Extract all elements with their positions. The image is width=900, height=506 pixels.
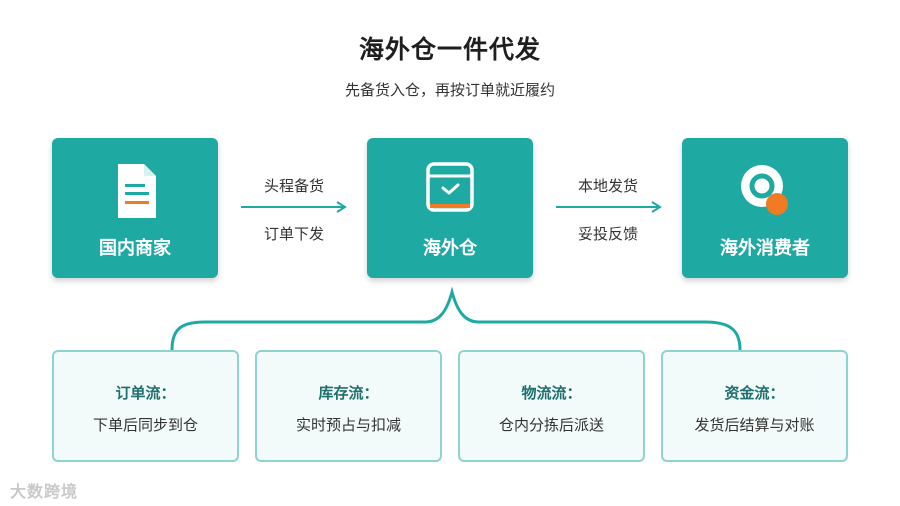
consumer-location-icon (741, 165, 788, 215)
flow-card-desc: 仓内分拣后派送 (498, 416, 604, 434)
right-arrow-icon (556, 201, 662, 213)
flow-card-title: 物流流： (521, 384, 582, 402)
flow-card-inventory: 库存流： 实时预占与扣减 (255, 350, 442, 462)
edge-label-bottom: 订单下发 (263, 225, 324, 243)
flow-card-logistics: 物流流： 仓内分拣后派送 (458, 350, 645, 462)
flow-card-desc: 实时预占与扣减 (295, 416, 401, 434)
diagram-title: 海外仓一件代发 (358, 35, 541, 64)
watermark-logo: 大数跨境 (10, 482, 79, 501)
right-arrow-icon (241, 201, 347, 213)
flow-card-title: 订单流： (115, 384, 176, 402)
document-icon (118, 164, 156, 218)
node-label: 国内商家 (99, 238, 171, 259)
flow-card-title: 库存流： (318, 384, 379, 402)
node-label: 海外仓 (423, 238, 477, 259)
edge-label-top: 本地发货 (577, 177, 638, 195)
edge-label-top: 头程备货 (263, 177, 324, 195)
flow-card-title: 资金流： (724, 384, 785, 402)
node-label: 海外消费者 (720, 238, 810, 259)
node-domestic-merchant: 国内商家 (52, 138, 218, 278)
warehouse-box-icon (426, 162, 474, 212)
flow-card-order: 订单流： 下单后同步到仓 (52, 350, 239, 462)
node-overseas-warehouse: 海外仓 (367, 138, 533, 278)
diagram-subtitle: 先备货入仓，再按订单就近履约 (344, 81, 555, 99)
edge-label-bottom: 妥投反馈 (577, 225, 638, 243)
flow-card-desc: 下单后同步到仓 (92, 416, 198, 434)
flow-card-funds: 资金流： 发货后结算与对账 (661, 350, 848, 462)
flow-card-desc: 发货后结算与对账 (694, 416, 815, 434)
node-overseas-consumer: 海外消费者 (682, 138, 848, 278)
